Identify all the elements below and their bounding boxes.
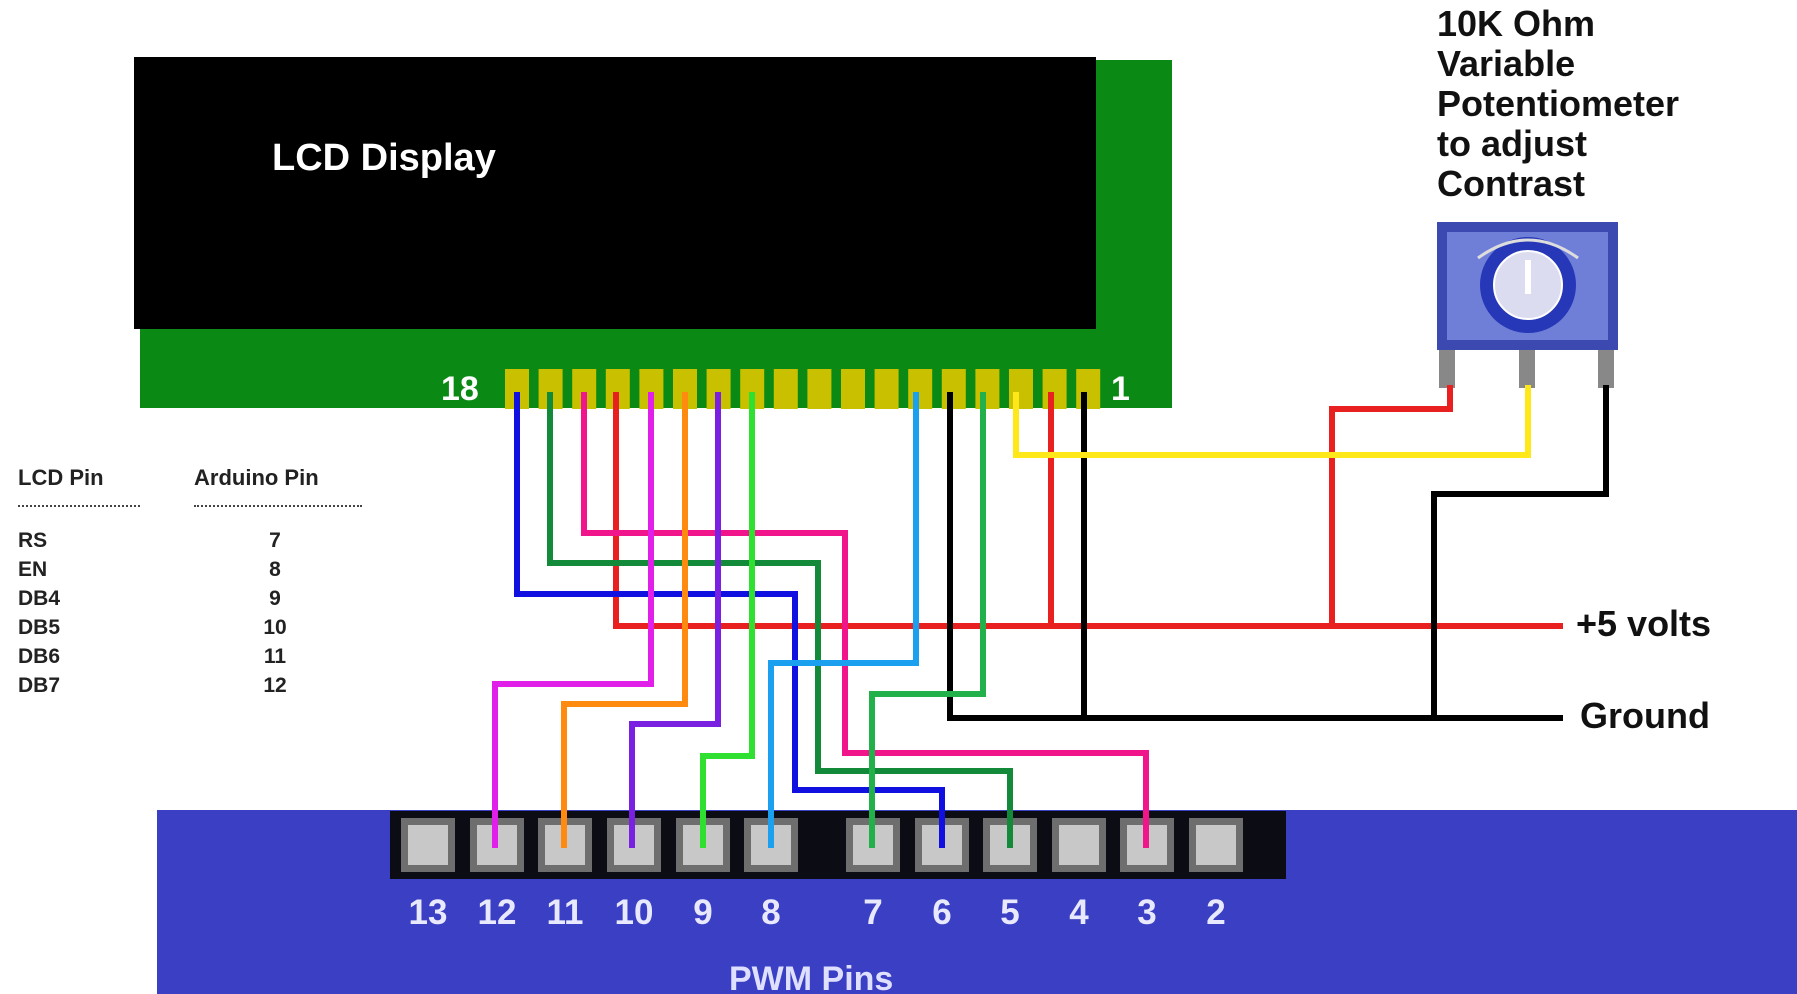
- header-pin-number: 12: [477, 893, 517, 932]
- wire-5v-rail: [613, 392, 1563, 629]
- header-pin-number: 9: [693, 893, 713, 932]
- pin-mapping-table: LCD Pin Arduino Pin RS 7 EN 8 DB4 9 DB5 …: [18, 465, 364, 703]
- table-cell-lcd: DB7: [18, 674, 61, 697]
- wire-blue-to-pin6: [514, 392, 945, 848]
- table-cell-lcd: DB6: [18, 645, 61, 668]
- wire-ground-rail: [947, 392, 1563, 721]
- lcd-screen: [134, 57, 1096, 329]
- header-socket-hole: [1196, 825, 1236, 865]
- table-rule-arduino: [194, 505, 362, 529]
- lcd-pin-pad: [941, 369, 966, 409]
- wire-en-to-pin8: [768, 392, 919, 848]
- header-pin-number: 10: [614, 893, 654, 932]
- table-cell-arduino: 7: [269, 529, 281, 552]
- positive-rail-label: +5 volts: [1576, 603, 1712, 644]
- table-cell-arduino: 12: [263, 674, 287, 697]
- header-socket-hole: [408, 825, 448, 865]
- table-cell-lcd: RS: [18, 529, 48, 552]
- pot-label-line: Variable: [1437, 43, 1576, 84]
- wire-db7-to-pin12: [492, 392, 654, 848]
- wire-db5-to-pin10: [629, 392, 721, 848]
- potentiometer: [1437, 222, 1618, 388]
- pot-arc: [1477, 238, 1579, 260]
- pot-leg-2: [1519, 346, 1535, 388]
- lcd-pin-pad: [841, 369, 865, 409]
- table-header-lcd: LCD Pin: [18, 465, 104, 490]
- table-cell-lcd: EN: [18, 558, 48, 581]
- header-pin-number: 13: [408, 893, 448, 932]
- lcd-pin-pad: [773, 369, 798, 409]
- pot-label-line: 10K Ohm: [1437, 3, 1596, 44]
- lcd-pin-1-label: 1: [1111, 370, 1130, 408]
- header-pin-number: 3: [1137, 893, 1157, 932]
- lcd-title: LCD Display: [272, 137, 496, 179]
- pot-label-line: to adjust: [1437, 123, 1587, 164]
- header-pin-number: 6: [932, 893, 952, 932]
- table-header: LCD Pin Arduino Pin: [18, 465, 364, 501]
- table-cell-arduino: 9: [269, 587, 281, 610]
- table-rule: [18, 501, 364, 529]
- table-cell-arduino: 11: [263, 645, 287, 668]
- table-row: DB7 12: [18, 674, 364, 703]
- lcd-pin-18-label: 18: [441, 370, 479, 408]
- lcd-pin-pad: [874, 369, 899, 409]
- pot-label-line: Potentiometer: [1437, 83, 1680, 124]
- header-pin-number: 5: [1000, 893, 1020, 932]
- header-pin-number: 4: [1069, 893, 1089, 932]
- header-pin-number: 2: [1206, 893, 1226, 932]
- wire-db6-to-pin11: [561, 392, 688, 848]
- lcd-pin-pad: [1009, 369, 1033, 409]
- table-header-arduino: Arduino Pin: [194, 465, 319, 490]
- table-row: DB5 10: [18, 616, 364, 645]
- table-cell-lcd: DB4: [18, 587, 61, 610]
- ground-rail-label: Ground: [1580, 695, 1710, 736]
- header-socket-hole: [1059, 825, 1099, 865]
- wire-db4-to-pin9: [700, 392, 755, 848]
- lcd-pin-pad: [807, 369, 832, 409]
- lcd-pin-pad: [1076, 369, 1101, 409]
- header-pin-number: 7: [863, 893, 883, 932]
- wire-green-to-pin5: [547, 392, 1013, 848]
- table-row: RS 7: [18, 529, 364, 558]
- header-pin-number: 11: [546, 893, 584, 932]
- wire-ground-pot: [1431, 385, 1609, 721]
- wire-5v-pot: [1329, 385, 1453, 629]
- pwm-pins-label: PWM Pins: [729, 960, 894, 994]
- pot-knob-pointer: [1525, 260, 1531, 294]
- header-pin-number: 8: [761, 893, 781, 932]
- table-cell-lcd: DB5: [18, 616, 61, 639]
- table-row: DB6 11: [18, 645, 364, 674]
- table-cell-arduino: 10: [263, 616, 287, 639]
- table-row: EN 8: [18, 558, 364, 587]
- table-cell-arduino: 8: [269, 558, 281, 581]
- wire-contrast: [1013, 385, 1531, 458]
- wire-pink-to-pin3: [581, 392, 1149, 848]
- potentiometer-label: 10K Ohm Variable Potentiometer to adjust…: [1437, 4, 1679, 204]
- table-row: DB4 9: [18, 587, 364, 616]
- lcd-pin-pad: [1042, 369, 1067, 409]
- pot-leg-1: [1439, 346, 1455, 388]
- wire-rs-to-pin7: [869, 392, 986, 848]
- lcd-pin-pad: [908, 369, 933, 409]
- table-rule-lcd: [18, 505, 140, 529]
- pot-leg-3: [1598, 346, 1614, 388]
- pot-label-line: Contrast: [1437, 163, 1586, 204]
- lcd-pin-pad: [975, 369, 1000, 409]
